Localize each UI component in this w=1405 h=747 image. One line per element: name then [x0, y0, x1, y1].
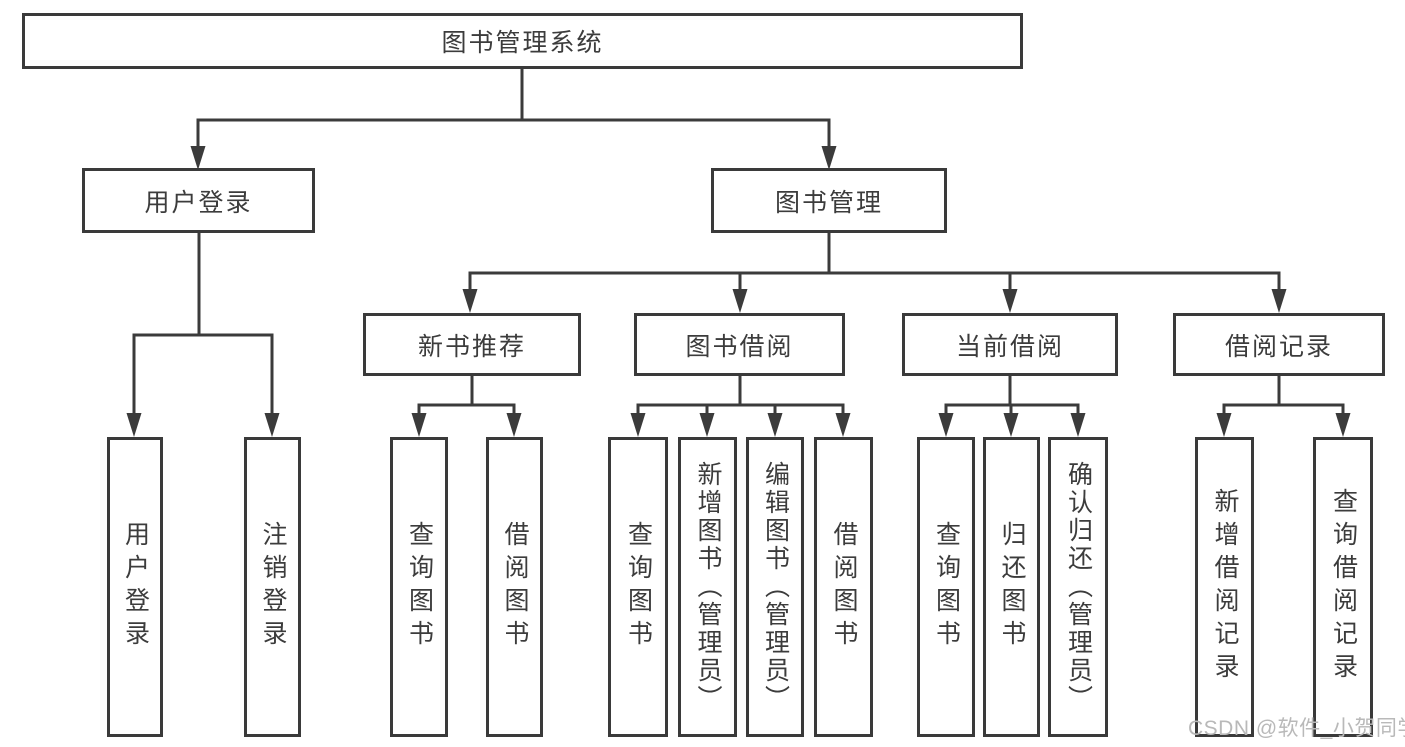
- node-book-borrow: 图书借阅: [634, 313, 845, 376]
- node-current-borrow: 当前借阅: [902, 313, 1118, 376]
- csdn-watermark: CSDN @软件_小贺同学: [1188, 717, 1405, 740]
- leaf-current-query-books: 查询图书: [917, 437, 975, 737]
- leaf-newbook-query-books: 查询图书: [390, 437, 448, 737]
- arrowheads: [126, 146, 1351, 437]
- leaf-user-login: 用户登录: [107, 437, 163, 737]
- node-library-management-system: 图书管理系统: [22, 13, 1023, 69]
- leaf-current-confirm-return-admin: 确认归还（管理员）: [1048, 437, 1108, 737]
- leaf-borrow-edit-books-admin: 编辑图书（管理员）: [746, 437, 804, 737]
- leaf-records-add-record: 新增借阅记录: [1195, 437, 1254, 737]
- leaf-borrow-query-books: 查询图书: [608, 437, 668, 737]
- leaf-newbook-borrow-books: 借阅图书: [486, 437, 543, 737]
- node-user-login: 用户登录: [82, 168, 315, 233]
- leaf-current-return-books: 归还图书: [983, 437, 1040, 737]
- leaf-borrow-add-books-admin: 新增图书（管理员）: [678, 437, 737, 737]
- leaf-records-query-record: 查询借阅记录: [1313, 437, 1373, 737]
- leaf-logout: 注销登录: [244, 437, 301, 737]
- node-new-book-recommend: 新书推荐: [363, 313, 581, 376]
- leaf-borrow-borrow-books: 借阅图书: [814, 437, 873, 737]
- node-borrow-records: 借阅记录: [1173, 313, 1385, 376]
- node-book-management: 图书管理: [711, 168, 947, 233]
